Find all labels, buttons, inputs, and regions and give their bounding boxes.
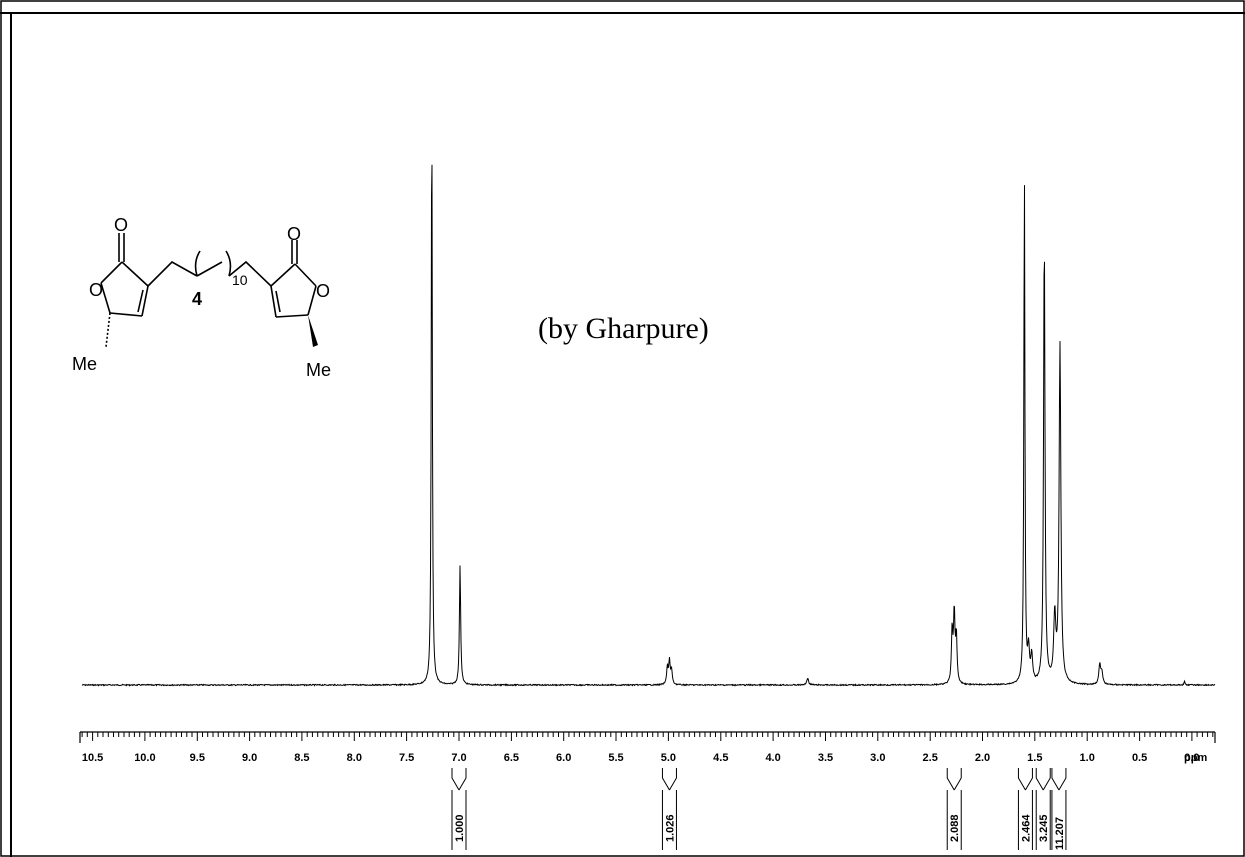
tick-label: 0.0 bbox=[1184, 752, 1199, 764]
tick-label: 1.0 bbox=[1080, 752, 1095, 764]
integration-bracket-lines bbox=[1035, 768, 1051, 850]
integration-bracket: 11.207 bbox=[1051, 768, 1067, 850]
integration-value: 3.245 bbox=[1038, 814, 1050, 842]
axis-ticks bbox=[81, 732, 1214, 741]
tick-label: 2.5 bbox=[923, 752, 938, 764]
left-carbonyl-oxygen: O bbox=[114, 215, 128, 235]
tick-label: 5.0 bbox=[661, 752, 676, 764]
tick-label: 1.5 bbox=[1027, 752, 1042, 764]
right-carbonyl-oxygen: O bbox=[287, 224, 301, 244]
integration-bracket: 2.464 bbox=[1017, 768, 1033, 850]
tick-label: 3.5 bbox=[818, 752, 833, 764]
integration-bracket-lines bbox=[661, 768, 677, 850]
tick-label: 7.5 bbox=[399, 752, 414, 764]
tick-label: 6.0 bbox=[556, 752, 571, 764]
spectrum-trace bbox=[81, 164, 1216, 687]
tick-label: 10.5 bbox=[82, 752, 103, 764]
integration-bracket-lines bbox=[451, 768, 467, 850]
tick-label: 9.0 bbox=[242, 752, 257, 764]
integration-value: 2.088 bbox=[949, 814, 961, 842]
tick-label: 0.5 bbox=[1132, 752, 1147, 764]
integration-value: 1.026 bbox=[664, 814, 676, 842]
tick-label: 7.0 bbox=[451, 752, 466, 764]
compound-number: 4 bbox=[192, 289, 202, 309]
left-methyl-label: Me bbox=[72, 354, 97, 374]
tick-label: 3.0 bbox=[870, 752, 885, 764]
ppm-axis-label: ppm bbox=[1184, 752, 1207, 764]
integration-bracket: 1.000 bbox=[451, 768, 467, 850]
tick-label: 4.0 bbox=[765, 752, 780, 764]
chain-repeat-subscript: 10 bbox=[232, 272, 248, 288]
integration-bracket-lines bbox=[946, 768, 962, 850]
tick-label: 4.5 bbox=[713, 752, 728, 764]
tick-label: 6.5 bbox=[504, 752, 519, 764]
tick-label: 2.0 bbox=[975, 752, 990, 764]
left-ring-oxygen: O bbox=[89, 280, 103, 300]
caption-text: (by Gharpure) bbox=[538, 312, 709, 345]
integration-bracket-lines bbox=[1051, 768, 1067, 850]
tick-label: 9.5 bbox=[190, 752, 205, 764]
integration-value: 11.207 bbox=[1054, 817, 1066, 850]
integration-value: 2.464 bbox=[1020, 814, 1032, 842]
molecule-structure bbox=[100, 233, 317, 348]
integration-value: 1.000 bbox=[454, 814, 466, 842]
tick-label: 8.0 bbox=[347, 752, 362, 764]
right-ring-oxygen: O bbox=[316, 281, 330, 301]
axis-tick-labels: 10.5 10.0 9.5 9.0 8.5 8.0 7.5 7.0 6.5 6.0 5.5 5.0 4.… bbox=[82, 752, 1200, 764]
integration-marks: 1.000 1.026 2.088 2.464 3.245 11.207 bbox=[451, 768, 1067, 850]
tick-label: 5.5 bbox=[608, 752, 623, 764]
tick-label: 10.0 bbox=[134, 752, 155, 764]
integration-bracket: 2.088 bbox=[946, 768, 962, 850]
integration-bracket: 3.245 bbox=[1035, 768, 1051, 850]
wedge-bond bbox=[308, 315, 318, 347]
integration-bracket: 1.026 bbox=[661, 768, 677, 850]
right-methyl-label: Me bbox=[306, 360, 331, 380]
tick-label: 8.5 bbox=[294, 752, 309, 764]
integration-bracket-lines bbox=[1017, 768, 1033, 850]
